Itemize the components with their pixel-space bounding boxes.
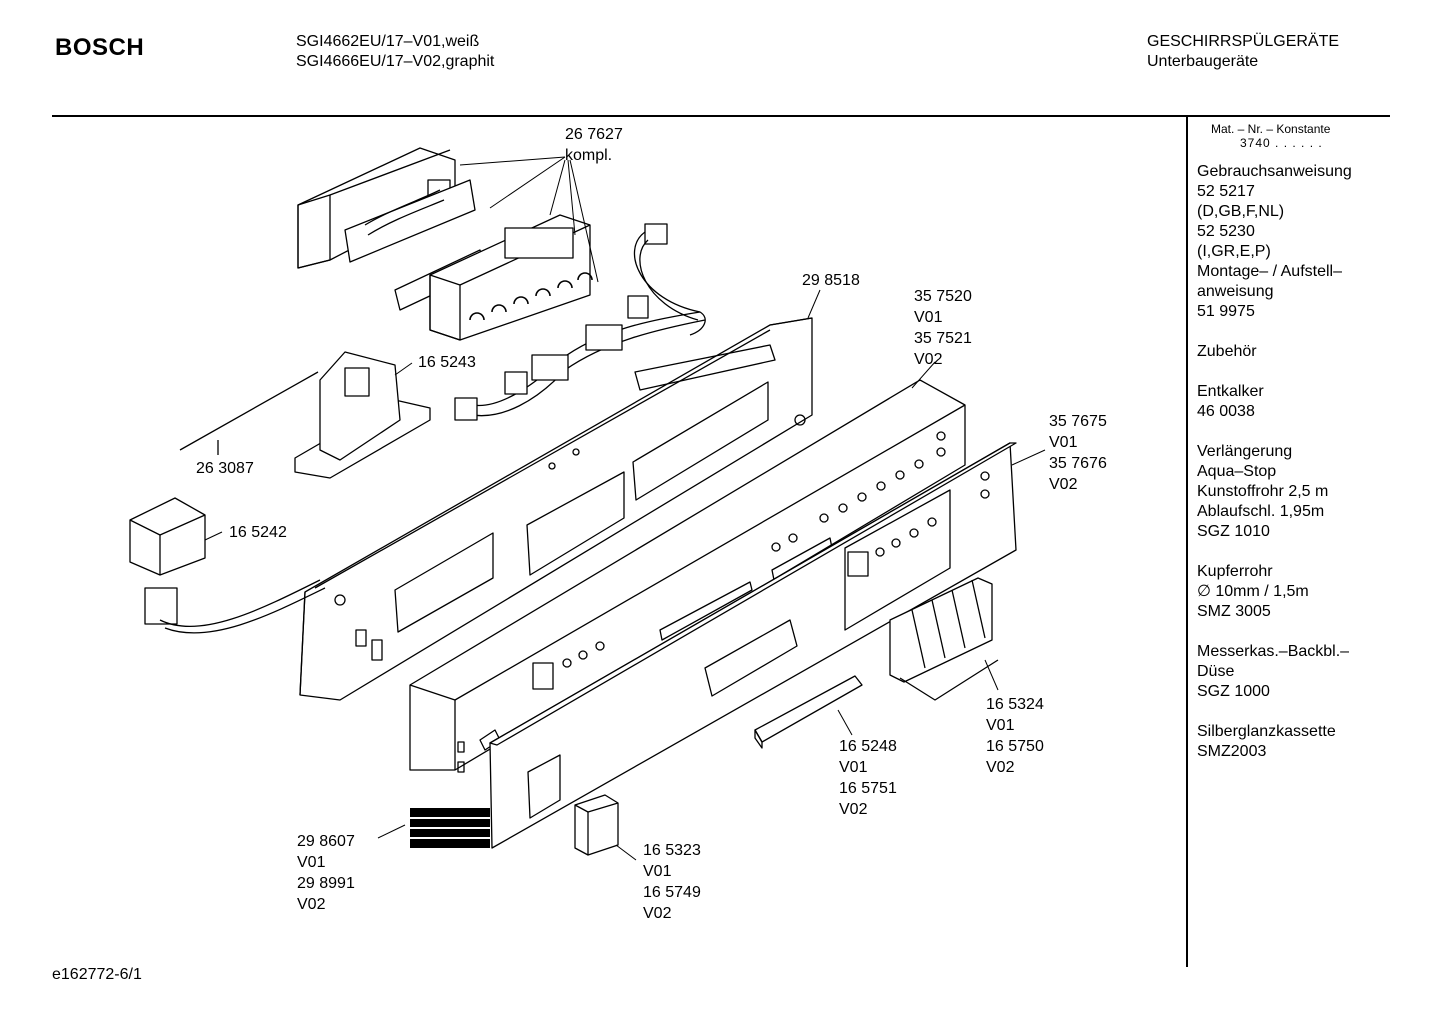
control-panel-front bbox=[409, 379, 966, 773]
leader-lines bbox=[204, 156, 1046, 861]
brand-logo: BOSCH bbox=[55, 34, 145, 61]
bracket-part bbox=[179, 351, 431, 479]
callout-263087: 26 3087 bbox=[196, 460, 254, 477]
model-list: SGI4662EU/17–V01,weiß SGI4666EU/17–V02,g… bbox=[296, 32, 494, 72]
callout-165323: 16 5323 V01 16 5749 V02 bbox=[643, 842, 701, 922]
drawing-id: e162772-6/1 bbox=[52, 966, 142, 983]
callout-267627: 26 7627 kompl. bbox=[565, 126, 623, 164]
spacer-stack bbox=[410, 808, 490, 848]
sidebar-entry-descaler: Entkalker 46 0038 bbox=[1197, 383, 1264, 420]
sidebar-entry-extension: Verlängerung Aqua–Stop Kunstoffrohr 2,5 … bbox=[1197, 443, 1329, 540]
exploded-parts-drawing bbox=[129, 147, 1046, 861]
outer-cover-panel bbox=[489, 442, 1017, 849]
terminal-block bbox=[129, 497, 326, 634]
wire-harness bbox=[454, 223, 706, 421]
callout-298607: 29 8607 V01 29 8991 V02 bbox=[297, 833, 355, 913]
cap-part bbox=[574, 794, 619, 856]
model-line-1: SGI4662EU/17–V01,weiß bbox=[296, 33, 480, 50]
header-divider bbox=[52, 115, 1390, 117]
button-block bbox=[889, 577, 999, 701]
mat-nr-label: Mat. – Nr. – Konstante bbox=[1211, 122, 1331, 136]
category-line-2: Unterbaugeräte bbox=[1147, 53, 1259, 70]
inner-panel-frame bbox=[299, 317, 813, 701]
sidebar-entry-manual: Gebrauchsanweisung 52 5217 (D,GB,F,NL) 5… bbox=[1197, 163, 1352, 320]
sidebar-divider bbox=[1186, 115, 1188, 967]
category-block: GESCHIRRSPÜLGERÄTE Unterbaugeräte bbox=[1147, 32, 1339, 72]
callout-165242: 16 5242 bbox=[229, 524, 287, 541]
callout-165324: 16 5324 V01 16 5750 V02 bbox=[986, 696, 1044, 776]
callout-357520: 35 7520 V01 35 7521 V02 bbox=[914, 288, 972, 368]
callout-357675: 35 7675 V01 35 7676 V02 bbox=[1049, 413, 1107, 493]
sidebar-entry-copper-pipe: Kupferrohr ∅ 10mm / 1,5m SMZ 3005 bbox=[1197, 563, 1309, 620]
sidebar-entry-nozzle: Messerkas.–Backbl.– Düse SGZ 1000 bbox=[1197, 643, 1350, 700]
category-line-1: GESCHIRRSPÜLGERÄTE bbox=[1147, 33, 1340, 50]
accessories-sidebar: Mat. – Nr. – Konstante 3740 . . . . . . … bbox=[1197, 122, 1387, 762]
mat-nr-value: 3740 . . . . . . bbox=[1240, 136, 1323, 150]
control-pcb-assembly bbox=[297, 147, 593, 341]
sidebar-entry-accessories: Zubehör bbox=[1197, 343, 1257, 360]
callout-298518: 29 8518 bbox=[802, 272, 860, 289]
handle-strip bbox=[754, 675, 863, 749]
callout-165243: 16 5243 bbox=[418, 354, 476, 371]
model-line-2: SGI4666EU/17–V02,graphit bbox=[296, 53, 495, 70]
sidebar-entry-cassette: Silberglanzkassette SMZ2003 bbox=[1197, 723, 1336, 760]
callout-165248: 16 5248 V01 16 5751 V02 bbox=[839, 738, 897, 818]
